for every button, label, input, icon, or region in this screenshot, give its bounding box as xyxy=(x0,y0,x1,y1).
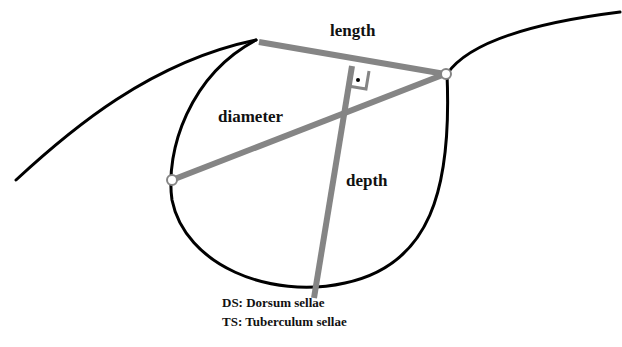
dorsum-outline xyxy=(447,12,620,74)
sella-outline xyxy=(171,40,448,287)
measure-lines xyxy=(172,42,445,298)
legend-note: TS: Tuberculum sellae xyxy=(222,315,347,329)
measure-label: length xyxy=(330,22,375,41)
diameter-line xyxy=(172,74,445,180)
bone-outline xyxy=(16,12,620,287)
measure-label: depth xyxy=(346,172,388,191)
legend-note: DS: Dorsum sellae xyxy=(222,296,325,310)
landmark-point xyxy=(167,175,177,185)
right-angle-mark xyxy=(348,71,369,89)
right-angle-dot xyxy=(356,78,360,82)
landmark-point xyxy=(441,69,451,79)
measure-label: diameter xyxy=(218,108,283,127)
